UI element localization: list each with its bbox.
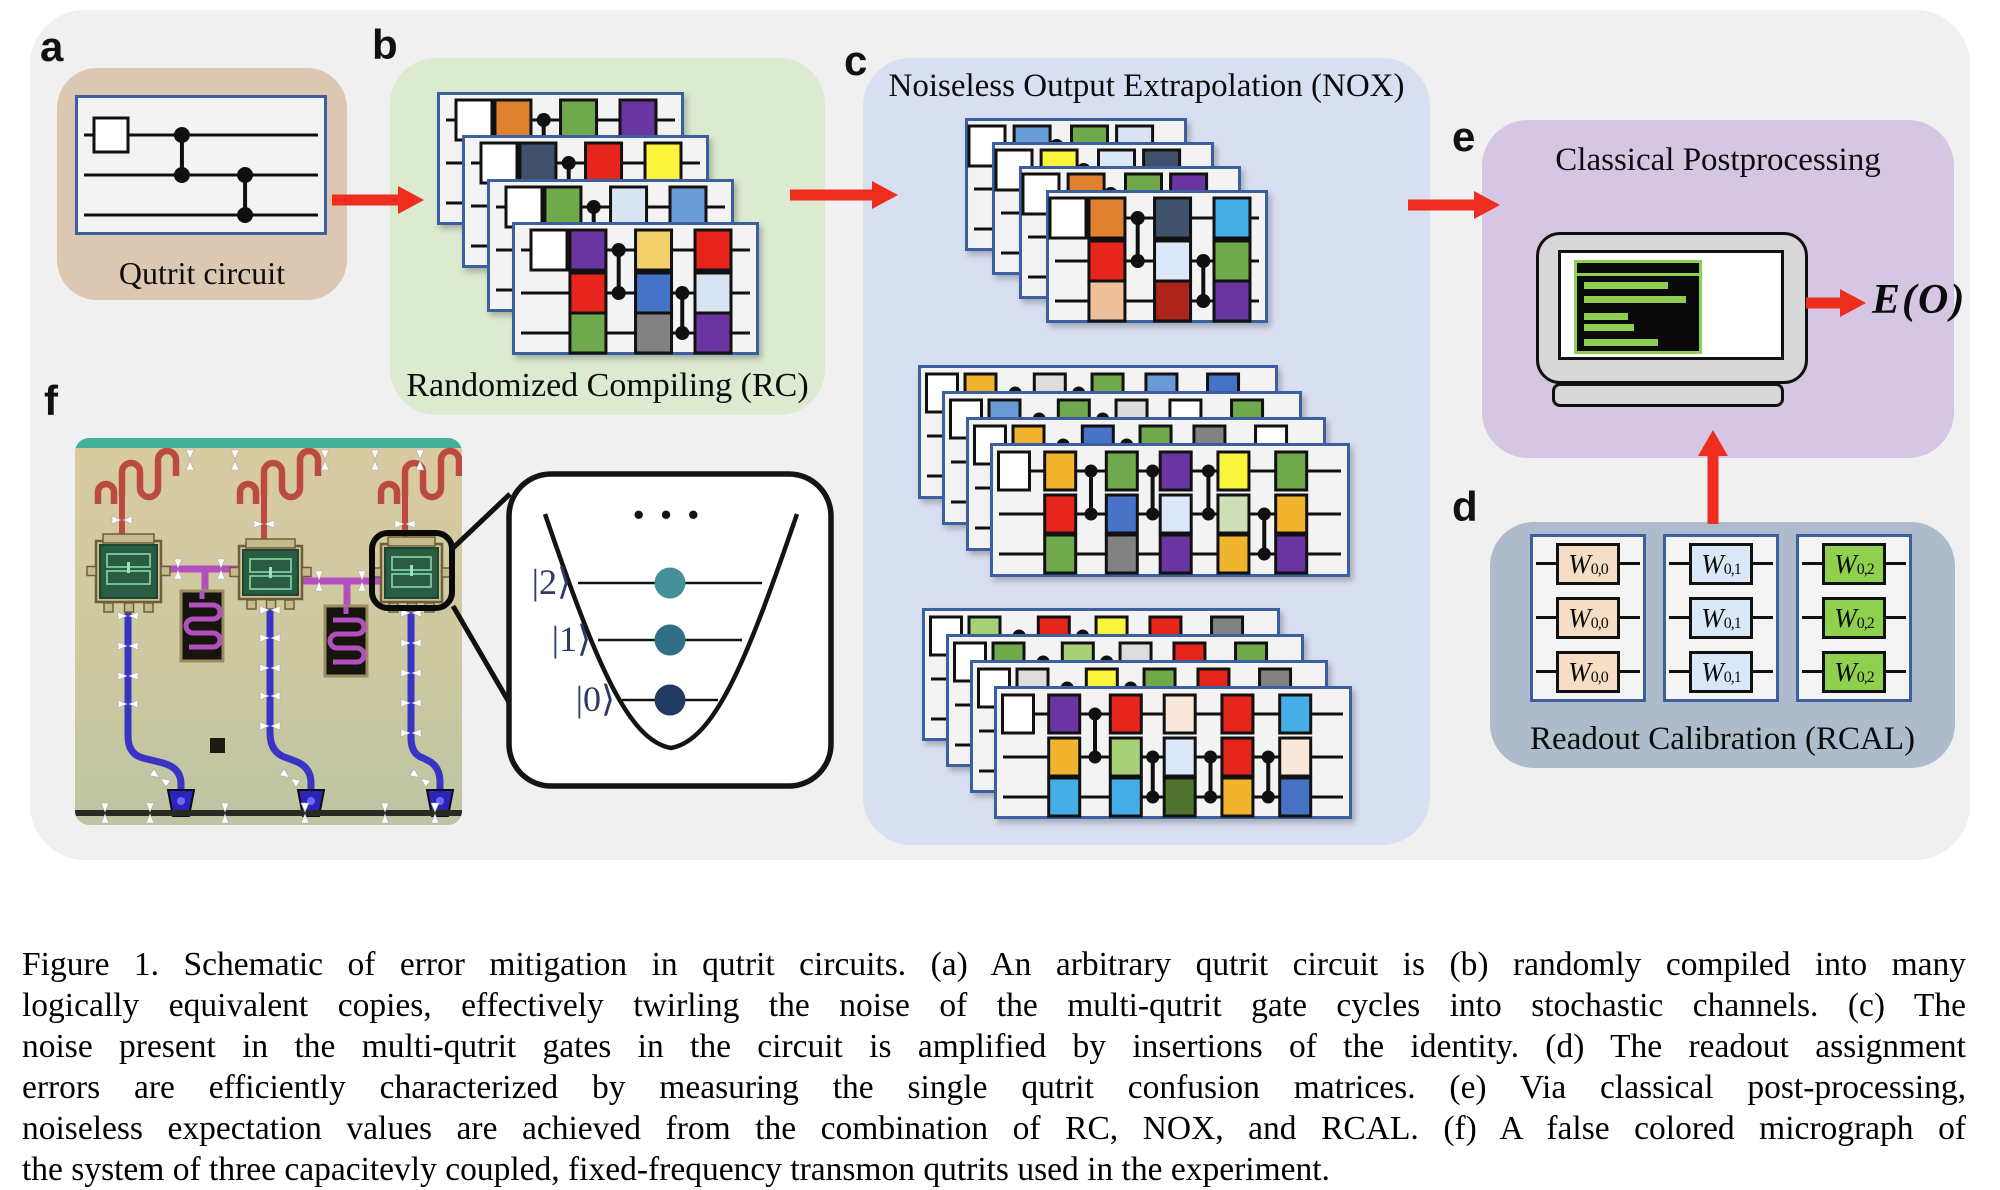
energy-level-dot xyxy=(654,567,686,599)
terminal-text-line xyxy=(1584,313,1628,320)
expectation-value-label: E(O) xyxy=(1872,277,1967,323)
caption-line: noise present in the multi-qutrit gates … xyxy=(22,1028,1966,1065)
arrow-e-to-output xyxy=(1806,289,1866,317)
caption-line: errors are efficiently characterized by … xyxy=(22,1069,1966,1106)
arrow-d-to-e xyxy=(1698,430,1728,524)
panel-a-title: Qutrit circuit xyxy=(118,255,286,291)
energy-level-dot xyxy=(654,684,686,716)
caption-line: noiseless expectation values are achieve… xyxy=(22,1110,1966,1147)
caption-line: Figure 1. Schematic of error mitigation … xyxy=(22,946,1966,983)
monitor-base xyxy=(1552,383,1784,407)
higher-levels-ellipsis: ··· xyxy=(630,487,712,544)
panel-label-e: e xyxy=(1452,113,1476,160)
panel-d-title: Readout Calibration (RCAL) xyxy=(1530,721,1915,757)
panel-b-title: Randomized Compiling (RC) xyxy=(406,367,809,404)
terminal-text-line xyxy=(1584,339,1658,346)
qutrit-highlight-outline xyxy=(369,530,455,611)
figure-caption: Figure 1. Schematic of error mitigation … xyxy=(22,944,1966,1190)
callout-wedge-lines xyxy=(450,492,513,706)
terminal-window-icon xyxy=(1574,260,1702,354)
arrow-c-to-e xyxy=(1408,191,1500,219)
computer-monitor-icon xyxy=(1536,232,1808,384)
panel-c-title: Noiseless Output Extrapolation (NOX) xyxy=(888,68,1405,104)
panel-label-d: d xyxy=(1452,483,1478,530)
terminal-text-line xyxy=(1584,324,1634,331)
arrow-b-to-c xyxy=(790,181,898,209)
energy-level-dot xyxy=(654,624,686,656)
monitor-screen xyxy=(1558,250,1784,360)
b-card-4 xyxy=(512,222,759,355)
caption-line: the system of three capacitevly coupled,… xyxy=(22,1151,1330,1188)
a-circuit xyxy=(75,95,327,235)
c3-card-4 xyxy=(994,686,1352,819)
panel-label-c: c xyxy=(844,37,868,84)
terminal-text-line xyxy=(1584,282,1668,289)
c2-card-4 xyxy=(990,443,1350,577)
chip-micrograph xyxy=(75,438,462,825)
qutrit-energy-level-diagram: ··· |2⟩ |1⟩ |0⟩ xyxy=(506,471,834,789)
ket-label: |1⟩ xyxy=(552,619,591,659)
panel-label-f: f xyxy=(44,377,58,424)
ket-label: |2⟩ xyxy=(532,562,571,602)
panel-e-title: Classical Postprocessing xyxy=(1555,142,1881,178)
c1-card-4 xyxy=(1046,190,1268,323)
caption-line: logically equivalent copies, effectively… xyxy=(22,987,1966,1024)
arrow-a-to-b xyxy=(332,186,424,214)
ket-label: |0⟩ xyxy=(576,679,615,719)
panel-label-a: a xyxy=(40,23,64,70)
panel-label-b: b xyxy=(372,21,398,68)
terminal-text-line xyxy=(1584,296,1686,303)
terminal-titlebar xyxy=(1577,263,1699,276)
